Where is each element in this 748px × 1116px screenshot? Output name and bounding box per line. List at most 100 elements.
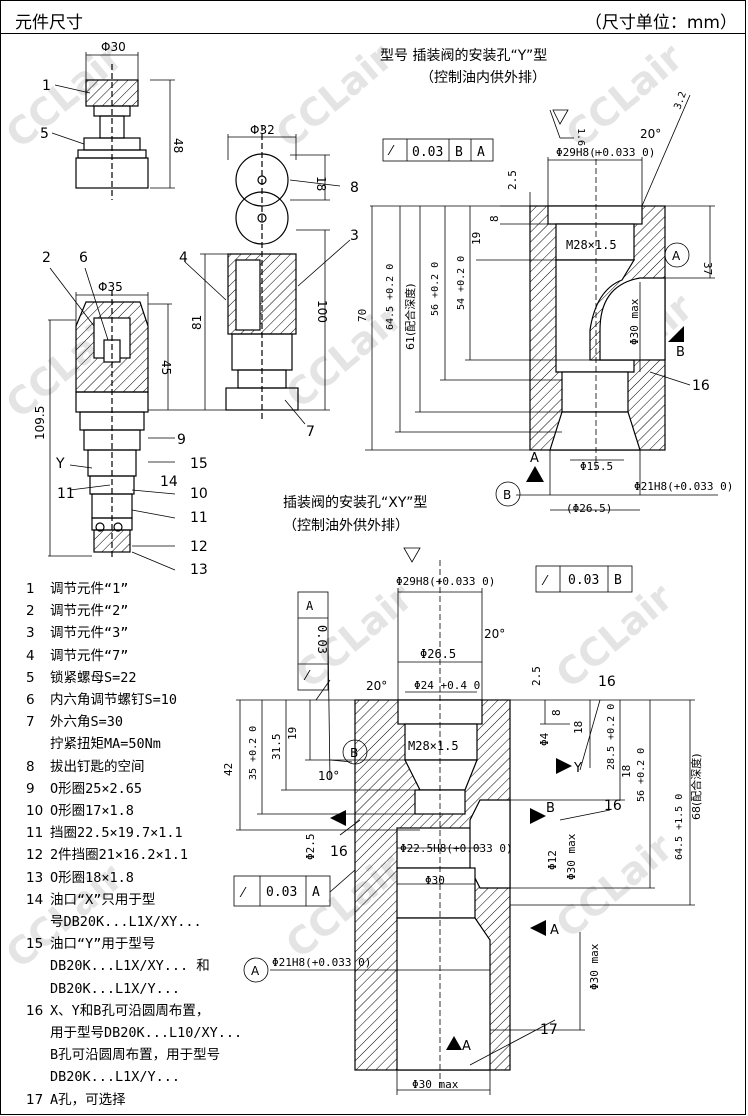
legend-text: 锁紧螺母S=22 bbox=[50, 669, 137, 686]
xy-d30: Φ30 bbox=[425, 874, 445, 887]
xy-tol3: 0.03 bbox=[266, 885, 297, 900]
y-d29: Φ29H8(+0.033 0) bbox=[556, 146, 655, 159]
xy-d225: Φ22.5H8(+0.033 0) bbox=[400, 842, 513, 855]
legend-number: 13 bbox=[26, 869, 44, 886]
legend-number: 17 bbox=[26, 1091, 44, 1108]
xy-y-arrow-icon bbox=[556, 758, 572, 774]
legend-text: DB20K...L1X/Y... bbox=[50, 980, 181, 997]
xy-callout-16a: 16 bbox=[598, 674, 616, 690]
xy-d4: Φ4 bbox=[538, 732, 551, 746]
y-lbl-a: A bbox=[530, 451, 539, 466]
y-d15: Φ15.5 bbox=[580, 460, 613, 473]
dim-h48: 48 bbox=[171, 138, 185, 153]
legend-number: 8 bbox=[26, 758, 35, 775]
y-h61: 61(配合深度) bbox=[403, 283, 417, 350]
legend-text: A孔，可选择 bbox=[50, 1091, 126, 1108]
xy-callout-17: 17 bbox=[540, 1022, 558, 1038]
legend-number: 6 bbox=[26, 692, 35, 708]
y-callout-16: 16 bbox=[692, 378, 710, 394]
xy-h18: 18 bbox=[572, 721, 585, 734]
legend-text: 内六角调节螺钉S=10 bbox=[50, 692, 178, 708]
xy-datum-a-box: A bbox=[306, 599, 314, 613]
section-xy-subtitle: （控制油外供外排） bbox=[283, 518, 409, 534]
xy-a20a: 20° bbox=[484, 627, 505, 641]
xy-circ-b: B bbox=[350, 746, 358, 760]
y-flatness-icon: ⁄ bbox=[387, 144, 395, 159]
callout-x: 11 bbox=[57, 486, 75, 502]
xy-d30max2: Φ30 max bbox=[588, 943, 601, 990]
xy-circ-a: A bbox=[251, 964, 260, 978]
callout-9: 9 bbox=[177, 432, 186, 448]
y-h56: 56 +0.2 0 bbox=[430, 262, 441, 316]
xy-h25: 2.5 bbox=[530, 666, 543, 686]
y-d21: Φ21H8(+0.033 0) bbox=[634, 480, 733, 493]
xy-d265: Φ26.5 bbox=[420, 647, 456, 661]
xy-b-arrow-icon-2 bbox=[330, 810, 346, 826]
legend-number: 2 bbox=[26, 603, 35, 620]
xy-lbl-y: Y bbox=[573, 761, 582, 776]
xy-h56: 56 +0.2 0 bbox=[636, 748, 647, 802]
valve1-dims bbox=[51, 52, 175, 189]
valve2-dims bbox=[48, 267, 230, 571]
xy-d25: Φ2.5 bbox=[304, 834, 317, 861]
y-datum-b-circle bbox=[495, 481, 521, 507]
xy-d30max3: Φ30 max bbox=[412, 1078, 459, 1091]
y-h37: 37 bbox=[701, 262, 714, 275]
callout-1: 1 bbox=[42, 78, 51, 94]
valve-adjuster-1 bbox=[75, 64, 149, 200]
xy-tol1: 0.03 bbox=[568, 573, 599, 588]
legend-text: 调节元件“3” bbox=[50, 625, 129, 642]
section-y-title: 型号 插装阀的安装孔“Y”型 bbox=[380, 48, 547, 64]
xy-flatness-icon-2: ⁄ bbox=[303, 669, 311, 684]
xy-h42: 42 bbox=[222, 763, 235, 776]
dim-h18: 18 bbox=[314, 176, 328, 191]
section-y-dims bbox=[365, 94, 718, 511]
callout-8: 8 bbox=[350, 180, 359, 196]
legend-text: 2件挡圈21×16.2×1.1 bbox=[50, 847, 189, 864]
legend-text: 油口“X”只用于型 bbox=[50, 891, 156, 908]
xy-b-arrow-icon bbox=[530, 808, 546, 824]
xy-d24: Φ24 +0.4 0 bbox=[414, 679, 480, 692]
legend-text: O形圈18×1.8 bbox=[50, 869, 134, 886]
valve-key-adjuster bbox=[225, 125, 299, 420]
valve-cartridge-main bbox=[75, 290, 149, 560]
xy-tol2: 0.03 bbox=[315, 625, 329, 654]
callout-3: 3 bbox=[350, 228, 359, 244]
section-y-drawing bbox=[529, 150, 666, 470]
legend-number: 4 bbox=[26, 647, 35, 664]
dim-d35: Φ35 bbox=[98, 280, 123, 294]
xy-h68: 68(配合深度) bbox=[689, 753, 703, 820]
callout-y: Y bbox=[55, 456, 65, 472]
section-y-subtitle: （控制油内供外排） bbox=[420, 70, 546, 86]
callout-4: 4 bbox=[179, 250, 188, 266]
y-circ-a: A bbox=[672, 249, 681, 263]
xy-d21: Φ21H8(+0.033 0) bbox=[272, 956, 371, 969]
legend-text: DB20K...L1X/XY... 和 bbox=[50, 958, 210, 975]
callout-13: 13 bbox=[190, 562, 208, 578]
y-d26: (Φ26.5) bbox=[566, 502, 612, 515]
legend-text: 用于型号DB20K...L10/XY... bbox=[50, 1025, 243, 1041]
xy-callout-16b: 16 bbox=[604, 798, 622, 814]
legend-text: 号DB20K...L1X/XY... bbox=[50, 914, 202, 930]
xy-h285: 28.5 +0.2 0 bbox=[606, 704, 617, 770]
xy-a10: 10° bbox=[318, 769, 339, 783]
xy-a-arrow-icon-2 bbox=[446, 1036, 462, 1050]
xy-h8: 8 bbox=[550, 709, 563, 716]
xy-d12: Φ12 bbox=[546, 850, 559, 870]
dim-h81: 81 bbox=[190, 315, 204, 330]
y-b-arrow-icon bbox=[668, 326, 684, 342]
legend-number: 1 bbox=[26, 581, 35, 597]
callout-14: 14 bbox=[160, 474, 178, 490]
y-h645: 64.5 +0.2 0 bbox=[385, 264, 396, 330]
xy-lbl-b: B bbox=[546, 801, 555, 816]
legend-text: X、Y和B孔可沿圆周布置， bbox=[50, 1002, 210, 1019]
legend-text: O形圈17×1.8 bbox=[50, 803, 134, 819]
callout-2: 2 bbox=[42, 250, 51, 266]
dim-h45: 45 bbox=[159, 360, 173, 375]
y-datum-a: A bbox=[477, 145, 485, 160]
y-r32: 3.2 bbox=[672, 90, 689, 111]
legend-text: 拔出钉匙的空间 bbox=[50, 758, 145, 775]
legend-text: 拧紧扭矩MA=50Nm bbox=[50, 736, 161, 753]
callout-5: 5 bbox=[40, 126, 49, 142]
xy-flatness-icon-1: ⁄ bbox=[541, 574, 549, 589]
